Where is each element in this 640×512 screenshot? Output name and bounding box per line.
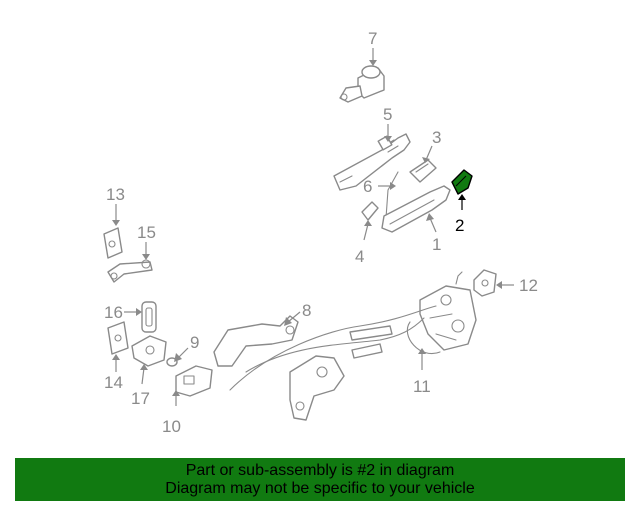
banner-line-2: Diagram may not be specific to your vehi… <box>165 479 475 497</box>
part-15-door-check[interactable] <box>107 259 153 283</box>
callout-1: 1 <box>432 235 441 254</box>
latch-assembly[interactable] <box>289 355 345 421</box>
callout-6: 6 <box>363 177 372 196</box>
callout-17: 17 <box>131 389 150 408</box>
callout-5: 5 <box>383 105 392 124</box>
part-14-lower-hinge[interactable] <box>107 321 129 355</box>
callout-11: 11 <box>413 377 431 396</box>
part-1-outside-handle[interactable] <box>381 185 451 233</box>
part-2-highlighted[interactable] <box>451 169 473 195</box>
callout-2: 2 <box>455 216 464 235</box>
callout-13: 13 <box>106 185 125 204</box>
part-7-key-cylinder[interactable] <box>339 65 385 103</box>
part-17-clip[interactable] <box>131 335 167 367</box>
info-banner: Part or sub-assembly is #2 in diagram Di… <box>15 458 625 501</box>
callout-3: 3 <box>432 128 441 147</box>
callout-4: 4 <box>355 247 364 266</box>
callout-7: 7 <box>368 29 377 48</box>
part-11-door-lock[interactable] <box>406 271 477 355</box>
callout-15: 15 <box>137 223 156 242</box>
callout-9: 9 <box>190 333 199 352</box>
part-5-handle-frame[interactable] <box>333 133 411 191</box>
part-3-gasket[interactable] <box>409 159 437 183</box>
banner-line-1: Part or sub-assembly is #2 in diagram <box>185 461 455 479</box>
part-4-small-gasket[interactable] <box>361 201 379 221</box>
part-10-switch[interactable] <box>175 365 213 397</box>
part-16-striker[interactable] <box>141 301 157 333</box>
cables <box>229 305 437 391</box>
callout-14: 14 <box>104 373 123 392</box>
part-12-bracket[interactable] <box>473 269 497 297</box>
callout-16: 16 <box>104 303 123 322</box>
callout-12: 12 <box>519 276 538 295</box>
part-8-inside-handle[interactable] <box>213 315 299 367</box>
callout-8: 8 <box>302 301 311 320</box>
part-13-upper-hinge[interactable] <box>103 227 123 259</box>
parts-diagram: 7 5 3 6 1 4 2 <box>103 29 538 436</box>
callout-10: 10 <box>162 417 181 436</box>
